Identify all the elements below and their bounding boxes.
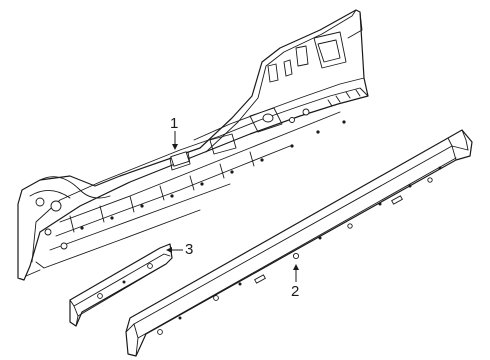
part-2-reinforcement-rail (125, 129, 473, 357)
callout-1: 1 (170, 115, 178, 150)
callout-label-1: 1 (170, 115, 178, 132)
callout-label-3: 3 (185, 241, 193, 258)
callout-2: 2 (291, 264, 299, 300)
part-1-rocker-panel (17, 9, 369, 281)
callout-3: 3 (166, 241, 193, 258)
callout-label-2: 2 (291, 283, 299, 300)
part-3-extension-bracket (69, 243, 173, 327)
